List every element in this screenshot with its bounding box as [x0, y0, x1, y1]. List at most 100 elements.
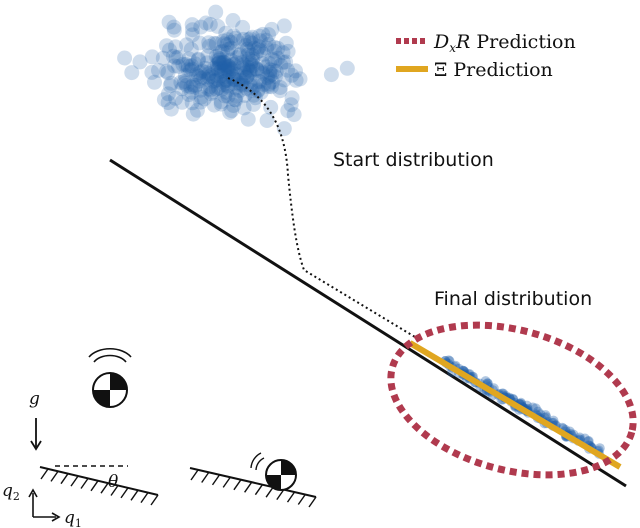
start-cloud-point: [272, 80, 288, 95]
start-cloud-point: [223, 52, 239, 68]
start-cloud-point: [185, 77, 201, 93]
start-cloud-point: [218, 72, 234, 88]
hatch-mark: [40, 468, 49, 480]
start-cloud-point: [173, 74, 189, 90]
start-cloud-point: [213, 94, 229, 110]
start-cloud-point: [184, 95, 200, 111]
start-cloud-point: [213, 68, 229, 83]
start-cloud-point: [194, 63, 210, 79]
start-cloud-point: [229, 55, 244, 71]
start-cloud-point: [160, 95, 176, 111]
trajectory-path: [227, 77, 421, 341]
start-cloud-point: [210, 80, 226, 96]
start-cloud-point: [220, 57, 236, 73]
rolling-ball-icon: [250, 452, 297, 491]
start-cloud-point: [200, 48, 216, 64]
start-cloud-point: [226, 28, 242, 44]
start-cloud-point: [168, 90, 184, 106]
start-cloud-point: [272, 83, 288, 99]
start-cloud-point: [232, 47, 247, 63]
start-cloud-point: [216, 74, 232, 89]
start-cloud-point: [175, 56, 191, 72]
start-cloud-point: [198, 15, 214, 31]
start-cloud-point: [180, 58, 196, 74]
start-cloud-point: [252, 74, 268, 90]
start-cloud-point: [261, 55, 277, 71]
start-cloud-point: [187, 79, 203, 95]
xi-prediction-line: [408, 340, 622, 470]
start-cloud-point: [226, 56, 242, 72]
start-cloud-point: [198, 64, 214, 80]
start-cloud-point: [246, 40, 262, 56]
start-cloud-point: [251, 28, 267, 44]
start-cloud-point: [213, 96, 229, 112]
start-cloud-point: [200, 71, 216, 87]
start-cloud-point: [215, 33, 231, 49]
start-cloud-point: [170, 49, 186, 65]
start-cloud-point: [174, 81, 190, 97]
start-cloud-point: [213, 64, 229, 79]
start-cloud-point: [270, 40, 286, 56]
start-cloud-point: [240, 68, 255, 83]
start-cloud-point: [266, 43, 282, 59]
start-cloud-point: [220, 78, 236, 94]
start-cloud-point: [161, 14, 177, 30]
start-cloud-point: [323, 67, 339, 83]
start-cloud-point: [216, 36, 232, 52]
hatch-mark: [297, 494, 306, 505]
start-cloud-point: [259, 113, 275, 128]
start-cloud-point: [280, 103, 296, 119]
start-cloud-point: [276, 72, 292, 88]
start-cloud-point: [278, 35, 294, 51]
start-cloud-point: [262, 64, 278, 80]
start-cloud-point: [219, 37, 235, 53]
start-cloud-point: [193, 89, 209, 105]
start-cloud-point: [203, 82, 219, 98]
start-cloud-point: [216, 60, 232, 76]
start-cloud-point: [192, 65, 208, 81]
start-cloud-point: [244, 29, 260, 45]
hatch-mark: [222, 476, 231, 488]
start-cloud-point: [245, 51, 261, 67]
start-cloud-point: [160, 65, 176, 81]
start-cloud-point: [211, 55, 227, 71]
start-cloud-point: [222, 63, 238, 79]
start-cloud-point: [159, 63, 174, 79]
start-cloud-point: [224, 103, 240, 119]
start-cloud-point: [166, 19, 182, 35]
start-cloud-point: [144, 49, 160, 65]
start-cloud-point: [178, 57, 194, 73]
start-cloud-point: [240, 32, 256, 48]
hatch-mark: [140, 492, 149, 504]
start-cloud-point: [249, 62, 265, 78]
start-cloud-point: [263, 99, 279, 115]
start-cloud-point: [241, 51, 257, 67]
start-cloud-point: [174, 94, 190, 110]
start-cloud-point: [206, 73, 222, 89]
hatch-mark: [233, 479, 242, 491]
start-cloud-point: [225, 69, 241, 85]
start-cloud-point: [233, 77, 249, 93]
start-cloud-point: [181, 87, 197, 103]
start-cloud-point: [218, 68, 234, 84]
hatch-mark: [244, 481, 253, 493]
start-cloud-point: [185, 22, 200, 38]
start-cloud-point: [217, 58, 233, 74]
start-cloud-point: [283, 97, 299, 113]
start-cloud-point: [241, 62, 257, 78]
start-cloud-point: [211, 55, 227, 71]
start-cloud-point: [256, 46, 272, 62]
start-cloud-point: [242, 78, 258, 93]
start-cloud-point: [236, 62, 252, 77]
start-cloud-point: [240, 59, 256, 75]
start-cloud-point: [202, 78, 218, 94]
start-cloud-point: [165, 48, 181, 64]
gravity-arrow-icon: [30, 418, 42, 451]
hatch-mark: [70, 475, 79, 487]
start-cloud-point: [252, 33, 268, 49]
start-cloud-point: [187, 56, 203, 72]
start-cloud-point: [253, 84, 269, 100]
start-cloud-point: [166, 22, 182, 38]
